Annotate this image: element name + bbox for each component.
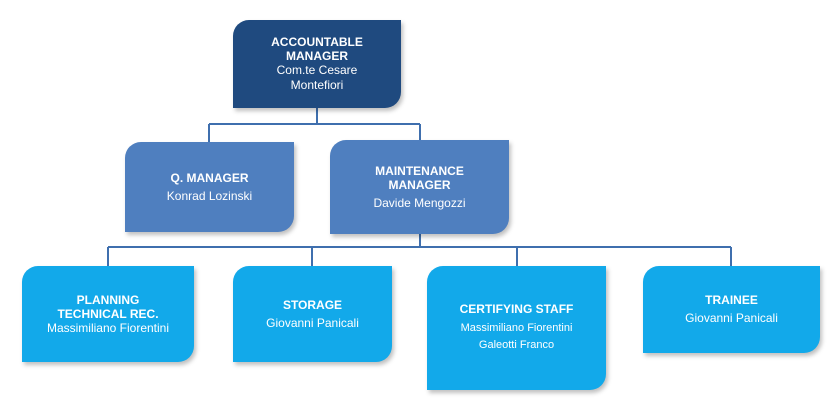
node-person: Giovanni Panicali — [685, 311, 778, 325]
node-storage: STORAGE Giovanni Panicali — [233, 266, 392, 362]
node-person: Massimiliano Fiorentini — [46, 320, 170, 335]
node-quality-manager: Q. MANAGER Konrad Lozinski — [125, 142, 294, 232]
node-title: ACCOUNTABLE — [271, 35, 363, 49]
node-planning-technical-rec: PLANNING TECHNICAL REC. Massimiliano Fio… — [22, 266, 194, 362]
node-title: MANAGER — [286, 49, 348, 63]
node-person: Davide Mengozzi — [373, 195, 466, 210]
node-accountable-manager: ACCOUNTABLE MANAGER Com.te Cesare Montef… — [233, 20, 401, 108]
node-title: MAINTENANCE — [375, 163, 464, 178]
node-person: Montefiori — [290, 78, 344, 92]
node-title: STORAGE — [282, 297, 343, 312]
node-person: Com.te Cesare — [276, 63, 358, 77]
node-title: Q. MANAGER — [170, 170, 249, 185]
node-title: MANAGER — [388, 177, 451, 192]
node-title: TRAINEE — [705, 293, 758, 307]
node-person: Konrad Lozinski — [166, 188, 253, 203]
node-person: Massimiliano Fiorentini — [460, 322, 573, 334]
node-maintenance-manager: MAINTENANCE MANAGER Davide Mengozzi — [330, 140, 509, 234]
node-person: Galeotti Franco — [478, 339, 555, 351]
node-person: Giovanni Panicali — [266, 315, 359, 330]
node-title: CERTIFYING STAFF — [459, 302, 574, 316]
node-title: TECHNICAL REC. — [57, 306, 159, 321]
node-trainee: TRAINEE Giovanni Panicali — [643, 266, 820, 353]
node-title: PLANNING — [76, 292, 140, 307]
node-certifying-staff: CERTIFYING STAFF Massimiliano Fiorentini… — [427, 266, 606, 390]
